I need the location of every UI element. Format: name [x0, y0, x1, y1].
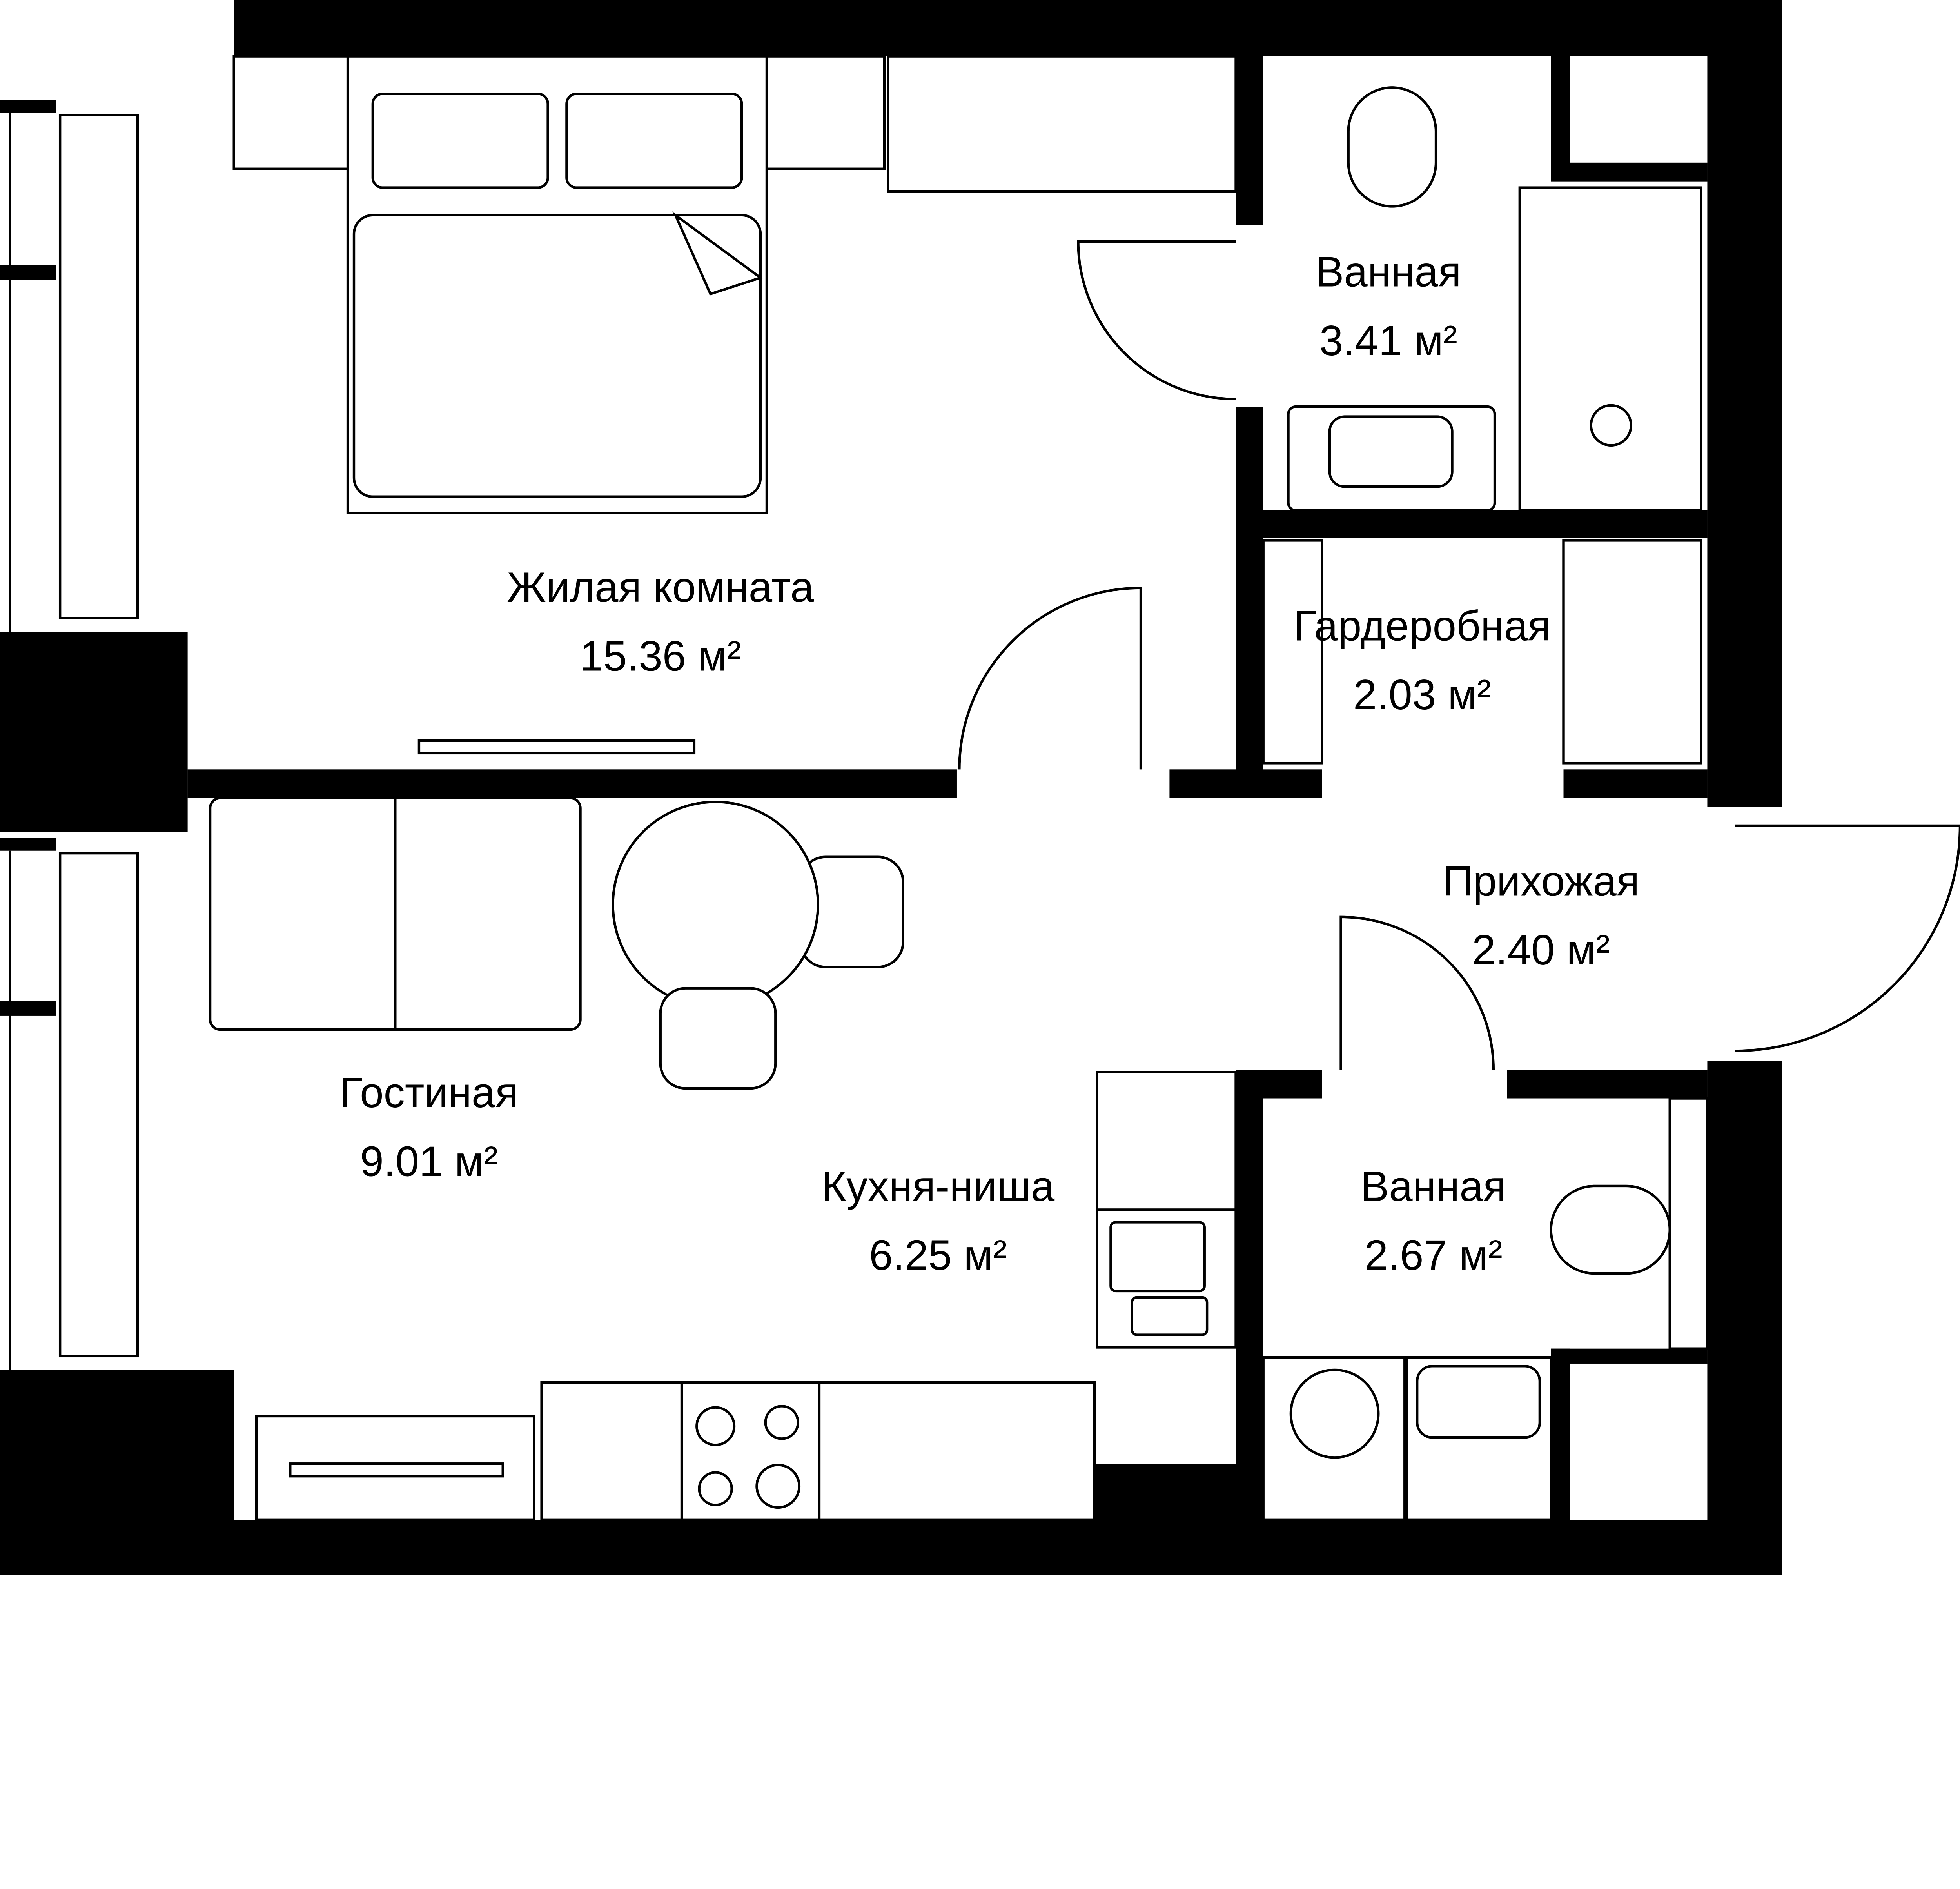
tv-stand [417, 739, 696, 755]
doors [958, 240, 1960, 1070]
furniture [209, 55, 1709, 1522]
room-area: 2.67 м² [1365, 1231, 1503, 1279]
room-area: 6.25 м² [869, 1231, 1007, 1279]
room-area: 3.41 м² [1319, 317, 1457, 364]
room-name: Ванная [1316, 248, 1461, 296]
room-name: Гардеробная [1294, 602, 1551, 650]
room-name: Кухня-ниша [822, 1162, 1055, 1210]
room-name: Гостиная [340, 1069, 518, 1116]
room-labels: Жилая комната 15.36 м² Ванная 3.41 м² Га… [340, 248, 1640, 1279]
washing-machine [1262, 1356, 1406, 1522]
room-name: Жилая комната [507, 563, 814, 611]
shelves [1262, 539, 1323, 765]
chair [659, 987, 777, 1090]
room-area: 2.40 м² [1472, 926, 1610, 974]
floor-plan: Жилая комната 15.36 м² Ванная 3.41 м² Га… [0, 0, 1960, 1575]
walls [0, 0, 1782, 1575]
room-name: Прихожая [1443, 857, 1640, 905]
table [612, 801, 819, 1008]
toilet [1347, 86, 1437, 208]
toilet [1550, 1184, 1671, 1275]
shelves [1562, 539, 1702, 765]
room-area: 9.01 м² [360, 1137, 498, 1185]
room-area: 2.03 м² [1353, 671, 1491, 718]
stove-top [1096, 1071, 1237, 1211]
room-area: 15.36 м² [580, 632, 741, 679]
shower [1518, 186, 1702, 512]
room-name: Ванная [1361, 1162, 1506, 1210]
wardrobe [887, 55, 1237, 193]
